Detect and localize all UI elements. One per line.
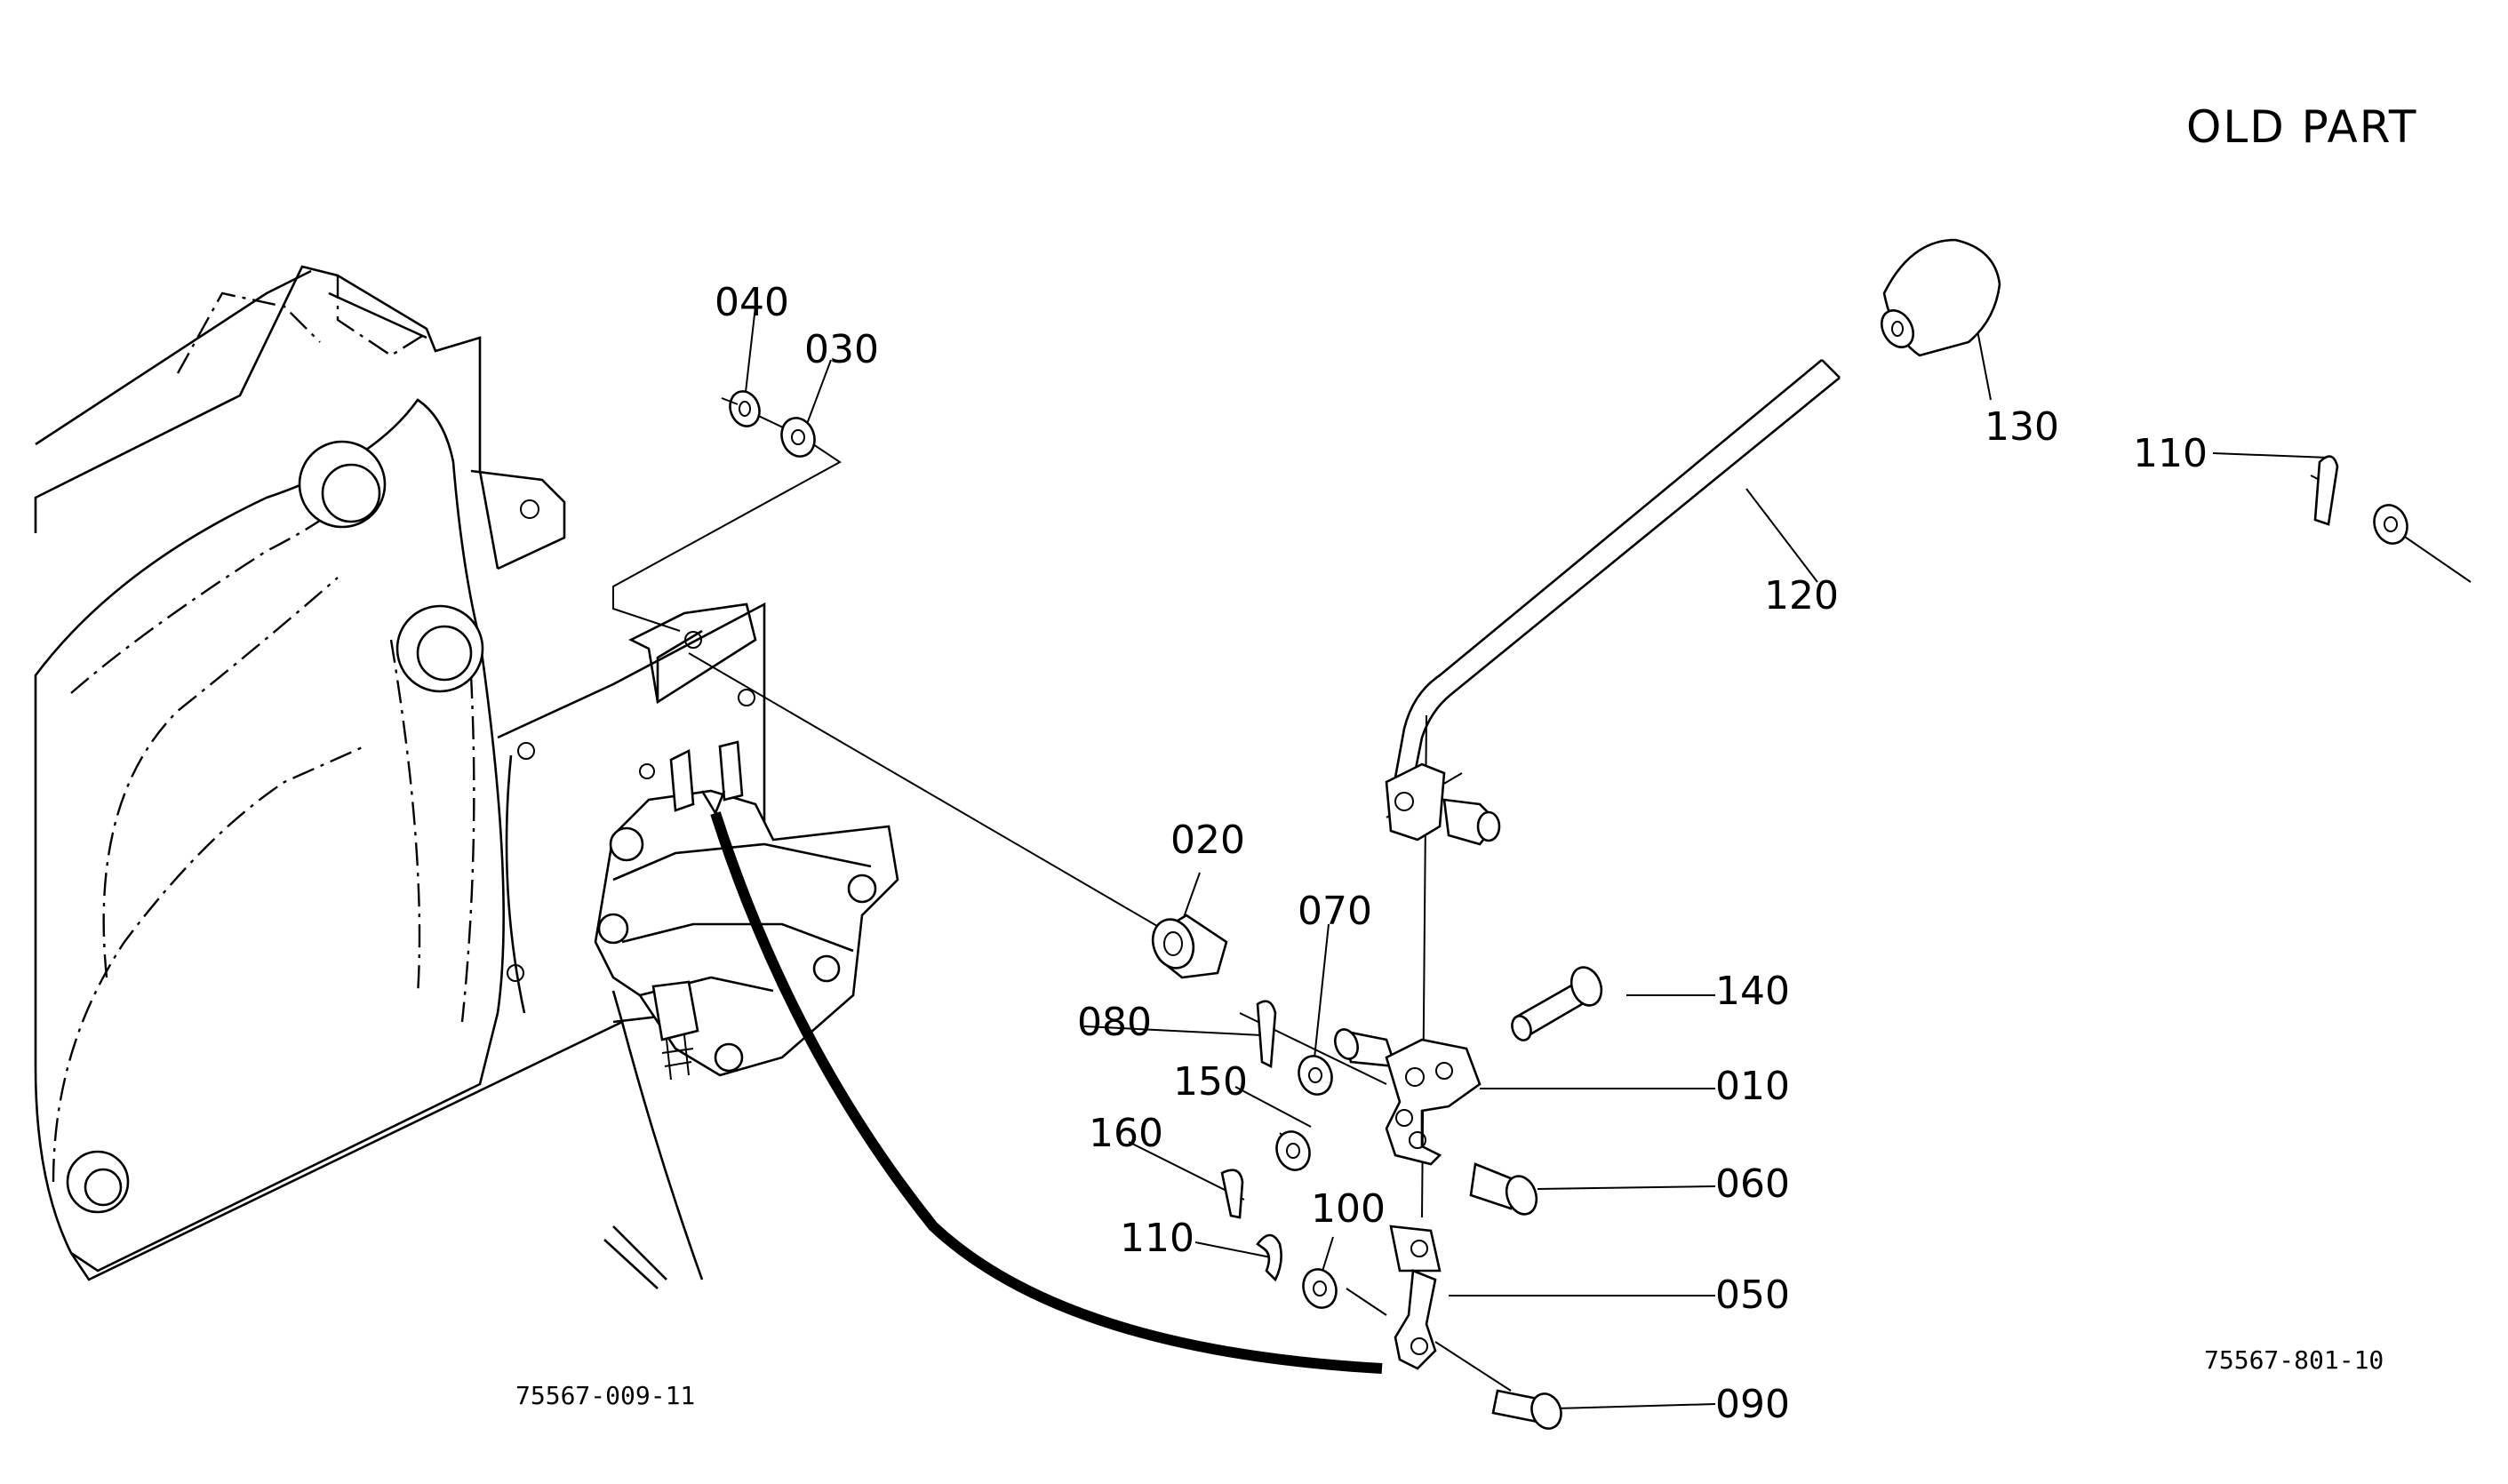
- page-title: OLD PART: [2186, 101, 2417, 153]
- callout-020: 020: [1170, 818, 1245, 863]
- callout-110-top: 110: [2133, 431, 2208, 476]
- callout-010: 010: [1715, 1064, 1790, 1109]
- callout-030: 030: [804, 327, 879, 372]
- callout-070: 070: [1298, 889, 1372, 934]
- callout-040: 040: [715, 280, 789, 325]
- callout-labels: 040 030 130 110 120 020 070 140 080 010 …: [715, 280, 2208, 1427]
- callout-120: 120: [1764, 573, 1839, 618]
- loader-frame: [34, 265, 899, 1289]
- callout-050: 050: [1715, 1273, 1790, 1318]
- callout-110-bottom: 110: [1120, 1216, 1194, 1261]
- callout-140: 140: [1715, 969, 1790, 1014]
- callout-080: 080: [1077, 1000, 1152, 1045]
- callout-090: 090: [1715, 1382, 1790, 1427]
- callout-060: 060: [1715, 1161, 1790, 1207]
- callout-100: 100: [1311, 1186, 1386, 1232]
- callout-150: 150: [1173, 1059, 1248, 1105]
- callout-160: 160: [1089, 1111, 1163, 1156]
- parts: [721, 238, 2408, 1430]
- callout-130: 130: [1985, 404, 2059, 450]
- control-cable: [710, 811, 1383, 1374]
- drawing-ref-left: 75567-009-11: [515, 1381, 695, 1410]
- drawing-ref-right: 75567-801-10: [2204, 1345, 2384, 1375]
